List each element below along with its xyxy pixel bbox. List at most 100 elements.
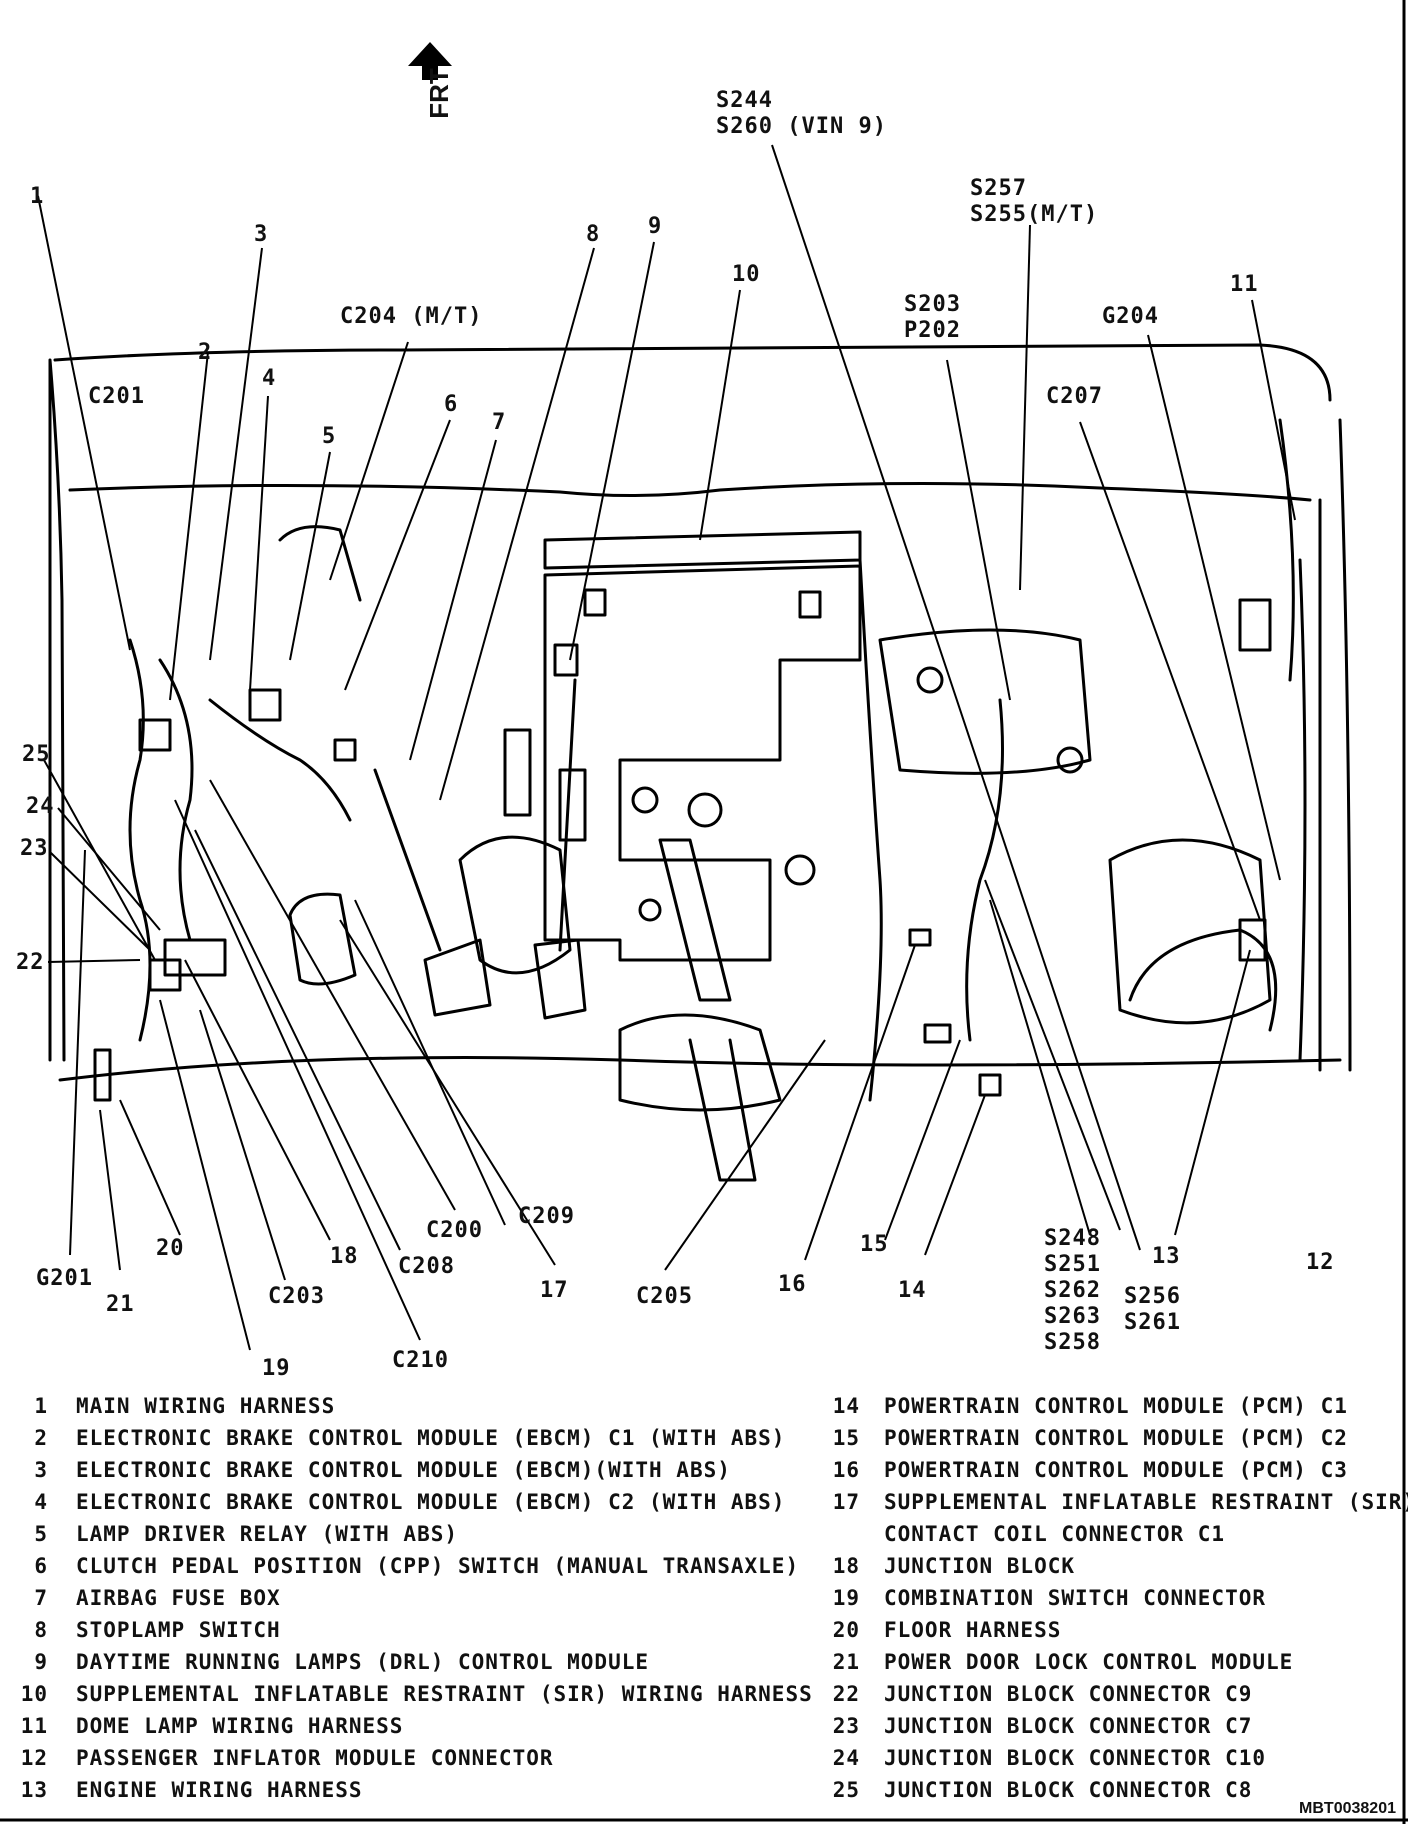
callout-25: 25 [22,742,51,767]
legend-text: LAMP DRIVER RELAY (WITH ABS) [76,1522,459,1546]
label-s261: S261 [1124,1310,1181,1335]
label-s251: S251 [1044,1252,1101,1277]
legend-num: 23 [832,1714,860,1738]
label-g204: G204 [1102,304,1159,329]
callout-23: 23 [20,836,49,861]
legend-text: JUNCTION BLOCK CONNECTOR C9 [884,1682,1253,1706]
label-p202: P202 [904,318,961,343]
legend-num: 3 [34,1458,48,1482]
legend-text: AIRBAG FUSE BOX [76,1586,281,1610]
front-indicator: FRT [400,40,460,140]
leader-lines [37,144,1296,1351]
legend-item: 5 LAMP DRIVER RELAY (WITH ABS) [14,1522,814,1554]
callout-16: 16 [778,1272,807,1297]
legend-item: 10 SUPPLEMENTAL INFLATABLE RESTRAINT (SIR… [14,1682,814,1714]
callout-5: 5 [322,424,337,449]
legend-num: 21 [832,1650,860,1674]
legend-num: 19 [832,1586,860,1610]
label-c208: C208 [398,1254,455,1279]
legend-num: 9 [34,1650,48,1674]
figure-code: MBT0038201 [1299,1800,1396,1817]
arrow-up-icon [408,42,452,80]
label-c203: C203 [268,1284,325,1309]
callout-12: 12 [1306,1250,1335,1275]
legend-text: CLUTCH PEDAL POSITION (CPP) SWITCH (MANU… [76,1554,800,1578]
legend-text: POWERTRAIN CONTROL MODULE (PCM) C1 [884,1394,1348,1418]
legend-text: JUNCTION BLOCK CONNECTOR C8 [884,1778,1253,1802]
legend-item: 11 DOME LAMP WIRING HARNESS [14,1714,814,1746]
legend-num: 11 [20,1714,48,1738]
callout-1: 1 [30,184,45,209]
legend-num: 14 [832,1394,860,1418]
callout-21: 21 [106,1292,135,1317]
legend-item: 25 JUNCTION BLOCK CONNECTOR C8 [826,1778,1396,1810]
callout-24: 24 [26,794,55,819]
label-s256: S256 [1124,1284,1181,1309]
label-c200: C200 [426,1218,483,1243]
legend-item: 23 JUNCTION BLOCK CONNECTOR C7 [826,1714,1396,1746]
legend-text: FLOOR HARNESS [884,1618,1062,1642]
legend-num: 4 [34,1490,48,1514]
legend-num: 10 [20,1682,48,1706]
legend-num: 6 [34,1554,48,1578]
label-s203-p202: S203 P202 [904,292,961,344]
label-s203: S203 [904,292,961,317]
legend-text: STOPLAMP SWITCH [76,1618,281,1642]
callout-8: 8 [586,222,601,247]
legend-text: MAIN WIRING HARNESS [76,1394,336,1418]
legend-num: 7 [34,1586,48,1610]
legend-text: ELECTRONIC BRAKE CONTROL MODULE (EBCM) C… [76,1426,786,1450]
callout-14: 14 [898,1278,927,1303]
label-c201: C201 [88,384,145,409]
legend-num: 25 [832,1778,860,1802]
label-s244-s260: S244 S260 (VIN 9) [716,88,887,140]
callout-9: 9 [648,214,663,239]
legend-num: 16 [832,1458,860,1482]
legend-item: 4 ELECTRONIC BRAKE CONTROL MODULE (EBCM) … [14,1490,814,1522]
legend-item: 2 ELECTRONIC BRAKE CONTROL MODULE (EBCM) … [14,1426,814,1458]
legend-item: 14 POWERTRAIN CONTROL MODULE (PCM) C1 [826,1394,1396,1426]
legend-item: 22 JUNCTION BLOCK CONNECTOR C9 [826,1682,1396,1714]
legend-text: DAYTIME RUNNING LAMPS (DRL) CONTROL MODU… [76,1650,650,1674]
callout-15: 15 [860,1232,889,1257]
legend-item: 20 FLOOR HARNESS [826,1618,1396,1650]
label-s248: S248 [1044,1226,1101,1251]
legend-text: ELECTRONIC BRAKE CONTROL MODULE (EBCM) C… [76,1490,786,1514]
callout-2: 2 [198,340,213,365]
legend-text: JUNCTION BLOCK CONNECTOR C7 [884,1714,1253,1738]
legend-item: 6 CLUTCH PEDAL POSITION (CPP) SWITCH (MAN… [14,1554,814,1586]
legend-num: 24 [832,1746,860,1770]
legend-item: 7 AIRBAG FUSE BOX [14,1586,814,1618]
label-c204: C204 (M/T) [340,304,483,329]
legend-num: 2 [34,1426,48,1450]
legend-num: 5 [34,1522,48,1546]
legend-num: 8 [34,1618,48,1642]
legend-text: PASSENGER INFLATOR MODULE CONNECTOR [76,1746,554,1770]
callout-10: 10 [732,262,761,287]
legend-item: 8 STOPLAMP SWITCH [14,1618,814,1650]
legend-text: SUPPLEMENTAL INFLATABLE RESTRAINT (SIR) … [76,1682,813,1706]
label-s263: S263 [1044,1304,1101,1329]
legend-text: DOME LAMP WIRING HARNESS [76,1714,404,1738]
callout-19: 19 [262,1356,291,1381]
legend-num: 20 [832,1618,860,1642]
label-c210: C210 [392,1348,449,1373]
legend-num: 12 [20,1746,48,1770]
legend-text: POWERTRAIN CONTROL MODULE (PCM) C2 [884,1426,1348,1450]
legend-num: 22 [832,1682,860,1706]
label-s257: S257 [970,176,1027,201]
label-s262: S262 [1044,1278,1101,1303]
label-s257-s255: S257 S255(M/T) [970,176,1098,228]
callout-20: 20 [156,1236,185,1261]
label-s260: S260 (VIN 9) [716,114,887,139]
label-g201: G201 [36,1266,93,1291]
callout-22: 22 [16,950,45,975]
callout-4: 4 [262,366,277,391]
